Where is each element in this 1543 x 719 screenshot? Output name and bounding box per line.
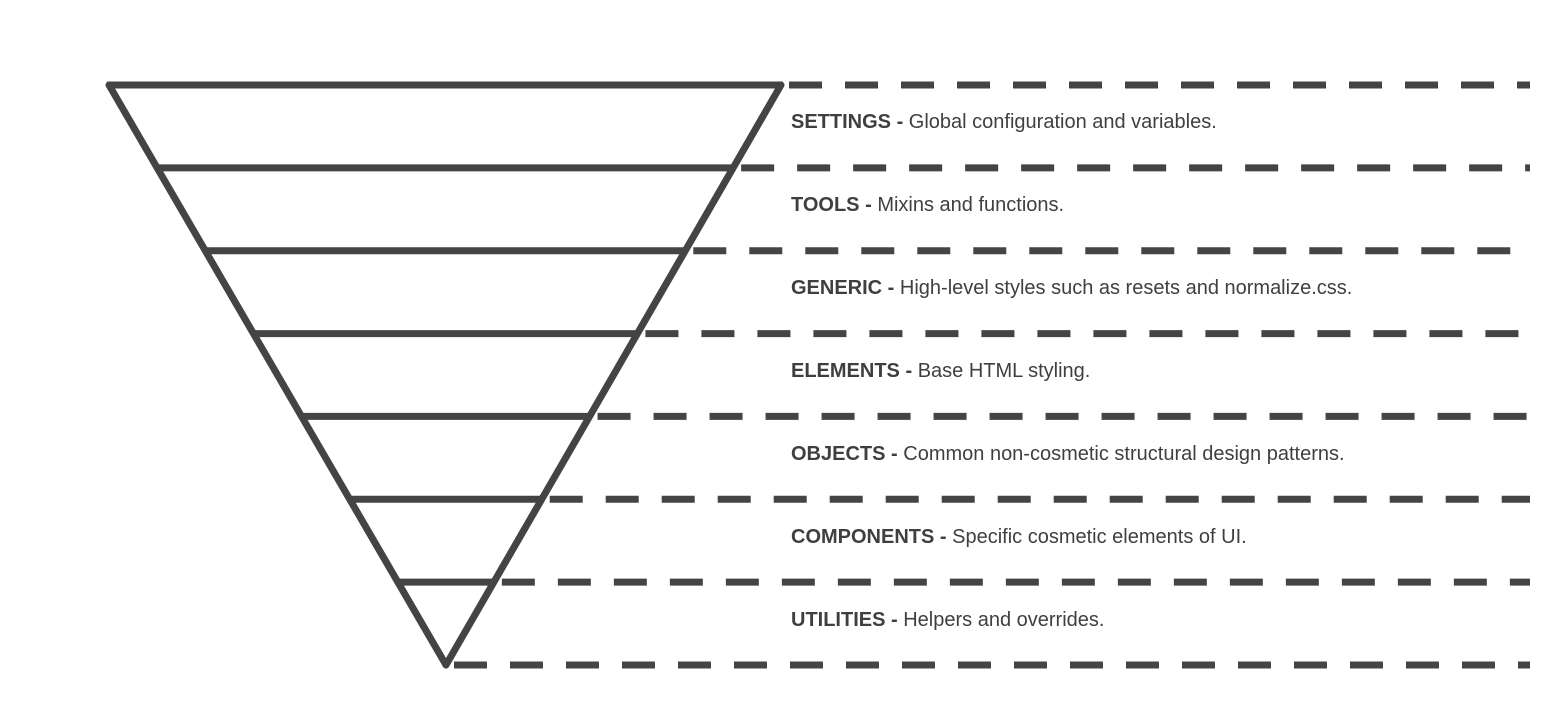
layer-separator: - bbox=[882, 277, 900, 300]
layer-description: Base HTML styling. bbox=[917, 360, 1091, 382]
layer-name: COMPONENTS bbox=[791, 525, 935, 548]
layer-description: Common non-cosmetic structural design pa… bbox=[903, 442, 1345, 465]
layer-separator: - bbox=[934, 525, 953, 548]
inverted-triangle bbox=[105, 81, 785, 669]
layer-label-elements: ELEMENTS - Base HTML styling. bbox=[791, 359, 1090, 383]
layer-separator: - bbox=[859, 194, 878, 217]
layer-label-settings: SETTINGS - Global configuration and vari… bbox=[791, 110, 1217, 134]
layer-description: Specific cosmetic elements of UI. bbox=[952, 525, 1247, 548]
layer-description: Helpers and overrides. bbox=[903, 608, 1105, 631]
layer-name: OBJECTS bbox=[791, 442, 886, 465]
layer-name: ELEMENTS bbox=[791, 360, 900, 382]
layer-label-utilities: UTILITIES - Helpers and overrides. bbox=[791, 608, 1104, 632]
layer-label-objects: OBJECTS - Common non-cosmetic structural… bbox=[791, 442, 1345, 466]
layer-name: SETTINGS bbox=[791, 111, 892, 134]
layer-description: High-level styles such as resets and nor… bbox=[899, 277, 1353, 300]
dashed-guide-lines bbox=[454, 81, 1530, 669]
layer-description: Mixins and functions. bbox=[877, 194, 1065, 217]
layer-label-tools: TOOLS - Mixins and functions. bbox=[791, 193, 1064, 217]
layer-separator: - bbox=[885, 442, 904, 465]
layer-name: TOOLS bbox=[791, 194, 860, 217]
layer-description: Global configuration and variables. bbox=[908, 111, 1217, 134]
triangle-left-edge bbox=[105, 81, 450, 669]
layer-separator: - bbox=[891, 111, 909, 134]
layer-name: UTILITIES bbox=[791, 608, 886, 631]
layer-separator: - bbox=[899, 360, 918, 382]
layer-label-generic: GENERIC - High-level styles such as rese… bbox=[791, 276, 1352, 300]
layer-separator: - bbox=[885, 608, 904, 631]
layer-label-components: COMPONENTS - Specific cosmetic elements … bbox=[791, 525, 1247, 549]
layer-name: GENERIC bbox=[791, 277, 883, 300]
triangle-right-edge bbox=[442, 81, 785, 669]
